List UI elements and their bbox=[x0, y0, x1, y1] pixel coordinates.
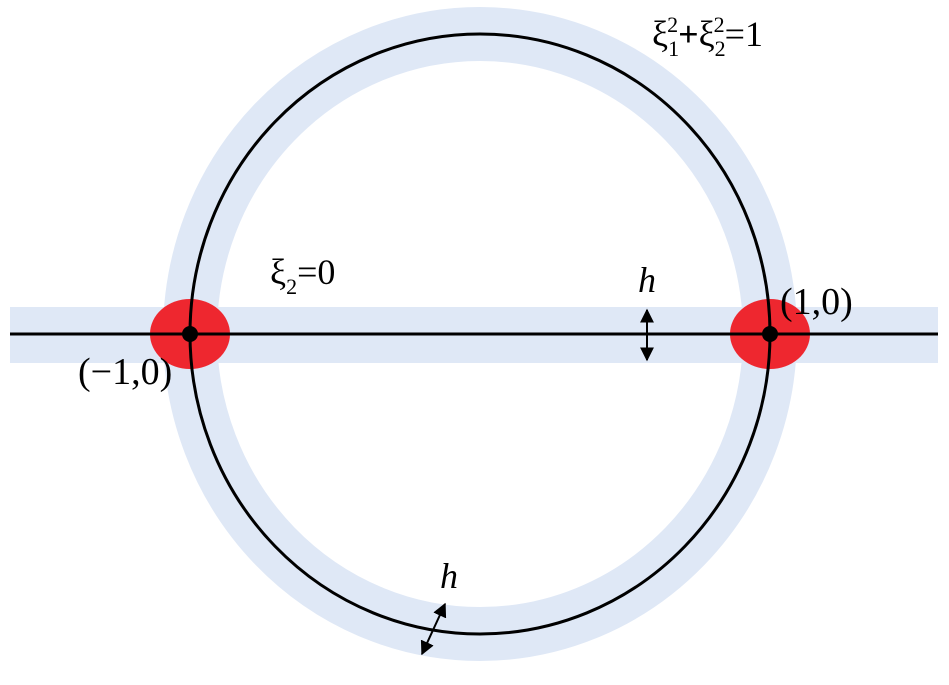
line-equation-label: ξ2=0 bbox=[270, 252, 335, 299]
point-label-right: (1,0) bbox=[780, 281, 853, 323]
h-arrow-circle bbox=[420, 602, 447, 656]
h-label-line: h bbox=[638, 260, 656, 300]
point-label-left: (−1,0) bbox=[78, 351, 172, 393]
left-intersection-point bbox=[182, 326, 198, 342]
circle-equation-label: ξ12+ξ22=1 bbox=[652, 12, 763, 61]
right-intersection-point bbox=[762, 326, 778, 342]
h-label-circle: h bbox=[440, 556, 458, 596]
